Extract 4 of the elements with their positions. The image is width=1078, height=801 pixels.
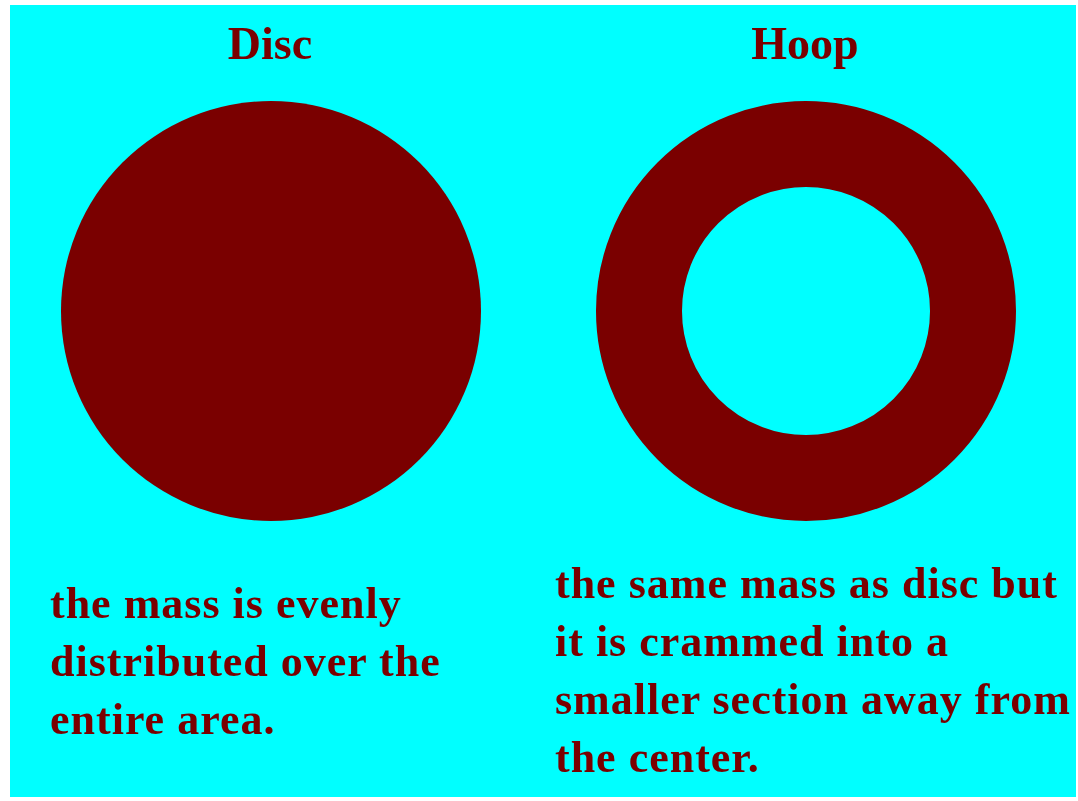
heading: Hoop bbox=[750, 17, 860, 70]
description-text: the mass is evenly distributed over the entire area. bbox=[50, 578, 442, 746]
description-text: the same mass as disc but it is crammed into a smaller section away from the center. bbox=[555, 558, 1072, 784]
heading: Disc bbox=[226, 17, 314, 70]
